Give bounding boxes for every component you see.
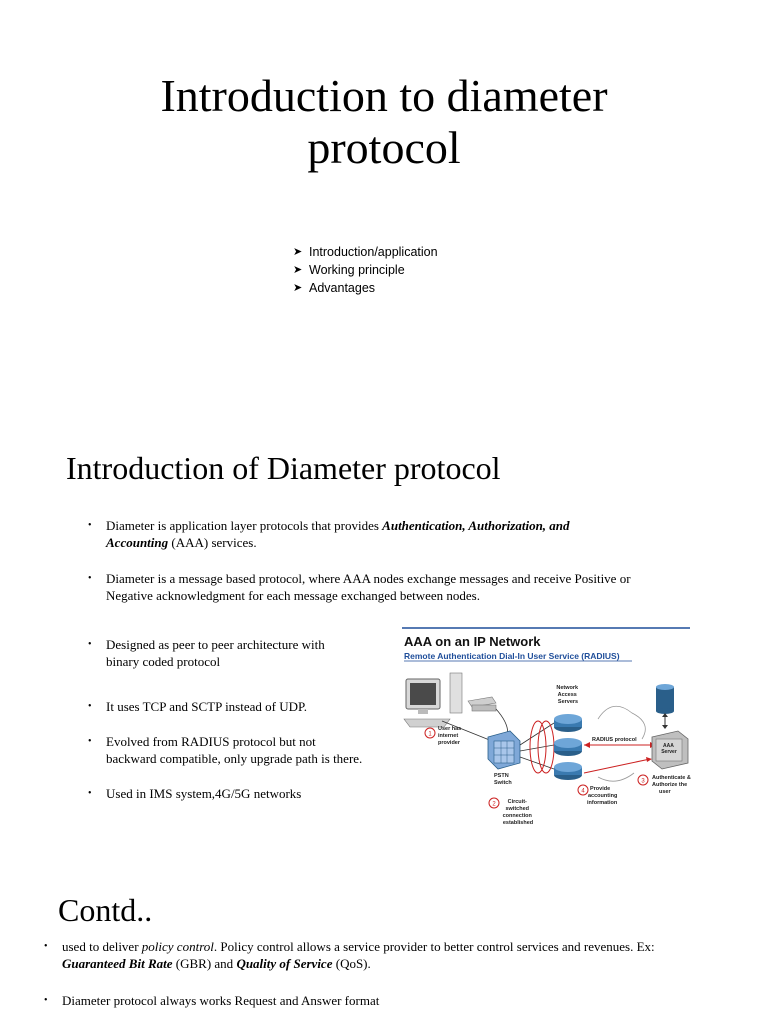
svg-text:4: 4: [581, 789, 585, 795]
svg-text:1: 1: [428, 732, 432, 738]
aaa-server-icon: [651, 730, 689, 770]
router-icon: [554, 738, 582, 756]
bullet-item: • Diameter protocol always works Request…: [44, 993, 380, 1008]
pstn-label: PSTN Switch: [494, 773, 512, 786]
agenda-list: ➤Introduction/application ➤Working princ…: [293, 243, 438, 297]
bullet-dot-icon: •: [88, 736, 92, 747]
aaa-network-diagram: AAA on an IP Network Remote Authenticati…: [402, 627, 698, 835]
figure-subtitle: Remote Authentication Dial-In User Servi…: [404, 651, 620, 661]
bullet-dot-icon: •: [88, 701, 92, 712]
step4-label: Provide accounting information: [587, 786, 619, 806]
database-icon: [656, 684, 674, 714]
slide-title: Introduction to diameter protocol ➤Intro…: [0, 0, 768, 420]
arrow-bullet-icon: ➤: [293, 282, 303, 294]
slide-contd: Contd.. • used to deliver policy control…: [0, 880, 768, 1024]
aaa-server-label: AAA Server: [661, 743, 677, 755]
arrow-bullet-icon: ➤: [293, 264, 303, 276]
slide-introduction: Introduction of Diameter protocol • Diam…: [0, 440, 768, 860]
slide-heading: Introduction of Diameter protocol: [66, 450, 501, 486]
arrow-bullet-icon: ➤: [293, 246, 303, 258]
step1-label: User has internet provider: [438, 726, 463, 746]
bullet-dot-icon: •: [88, 639, 92, 650]
agenda-item: ➤Advantages: [293, 281, 376, 295]
bullet-dot-icon: •: [88, 520, 92, 531]
bullet-dot-icon: •: [88, 573, 92, 584]
slide-heading: Contd..: [58, 892, 153, 928]
agenda-item: ➤Introduction/application: [293, 245, 438, 259]
radius-label: RADIUS protocol: [592, 737, 637, 743]
computer-icon: [403, 672, 463, 728]
slide-title-heading: Introduction to diameter protocol: [160, 70, 608, 173]
bullet-item: • used to deliver policy control. Policy…: [44, 939, 655, 971]
router-icon: [554, 714, 582, 732]
svg-text:2: 2: [492, 802, 496, 808]
bullet-item: • Diameter is application layer protocol…: [88, 518, 570, 550]
nas-label: Network Access Servers: [556, 685, 579, 705]
bullet-item: • Designed as peer to peer architecture …: [88, 637, 325, 669]
figure-title: AAA on an IP Network: [404, 634, 541, 649]
bullet-item: • It uses TCP and SCTP instead of UDP.: [88, 699, 308, 714]
bullet-dot-icon: •: [88, 788, 92, 799]
router-icon: [554, 762, 582, 780]
svg-text:3: 3: [641, 779, 645, 785]
step3-label: Authenticate & Authorize the user: [652, 775, 692, 795]
bullet-item: • Used in IMS system,4G/5G networks: [88, 786, 302, 801]
bullet-dot-icon: •: [44, 995, 48, 1006]
modem-icon: [467, 696, 497, 712]
step2-label: Circuit- switched connection established: [503, 799, 534, 826]
bullet-item: • Diameter is a message based protocol, …: [88, 571, 631, 603]
pstn-switch-icon: [487, 730, 521, 770]
bullet-item: • Evolved from RADIUS protocol but not b…: [88, 734, 363, 766]
agenda-item: ➤Working principle: [293, 263, 405, 277]
bullet-dot-icon: •: [44, 941, 48, 952]
